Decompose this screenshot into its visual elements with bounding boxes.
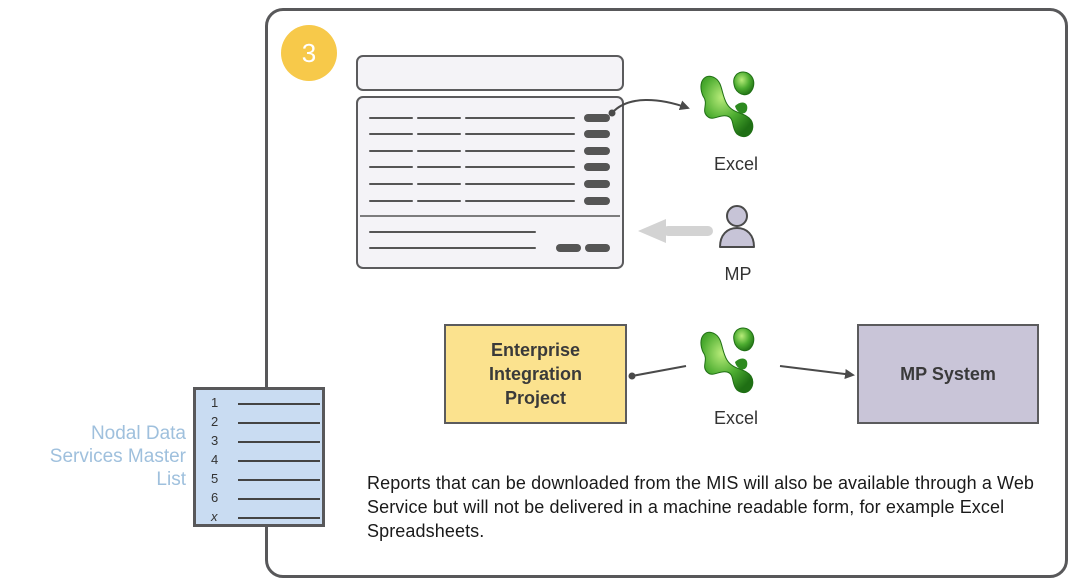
list-number: x xyxy=(211,509,218,524)
list-number: 5 xyxy=(211,471,219,486)
list-line xyxy=(238,460,320,462)
mp-label: MP xyxy=(724,264,752,284)
list-line xyxy=(238,479,320,481)
report-body xyxy=(356,96,624,269)
arrow-excel-to-mp-system xyxy=(779,365,855,379)
nodal-list-label: Nodal Data Services Master List xyxy=(40,422,186,491)
nodal-label-line: List xyxy=(156,469,186,490)
user-icon xyxy=(719,205,755,248)
report-form xyxy=(369,231,536,249)
list-line xyxy=(238,422,320,424)
excel-label: Excel xyxy=(713,408,758,428)
master-list-document: 1 2 3 4 5 6 x xyxy=(193,387,325,527)
step-badge: 3 xyxy=(281,25,337,81)
list-number: 1 xyxy=(211,395,219,410)
mp-system-box: MP System xyxy=(857,324,1039,424)
list-line xyxy=(238,403,320,405)
eip-line: Project xyxy=(504,388,567,408)
arrow-mp-to-report xyxy=(638,219,713,243)
list-line xyxy=(238,517,320,519)
list-line xyxy=(238,498,320,500)
report-rows xyxy=(369,117,575,202)
report-row-buttons xyxy=(584,114,610,205)
description-text: Reports that can be downloaded from the … xyxy=(367,473,1035,541)
nodal-label-line: Nodal Data xyxy=(90,423,186,444)
enterprise-integration-project-box: Enterprise Integration Project xyxy=(444,324,627,424)
nodal-label-line: Services Master xyxy=(49,446,186,467)
line-eip-to-excel xyxy=(631,365,687,377)
excel-icon xyxy=(700,71,755,138)
arrow-report-to-excel xyxy=(611,99,690,114)
list-number: 3 xyxy=(211,433,219,448)
list-number: 2 xyxy=(211,414,219,429)
excel-icon xyxy=(700,327,755,394)
list-line xyxy=(238,441,320,443)
list-number: 6 xyxy=(211,490,219,505)
report-header xyxy=(356,55,624,91)
eip-line: Enterprise xyxy=(490,340,581,360)
list-number: 4 xyxy=(211,452,219,467)
excel-label: Excel xyxy=(713,154,758,174)
eip-line: Integration xyxy=(489,364,582,384)
mp-system-label: MP System xyxy=(900,363,996,384)
